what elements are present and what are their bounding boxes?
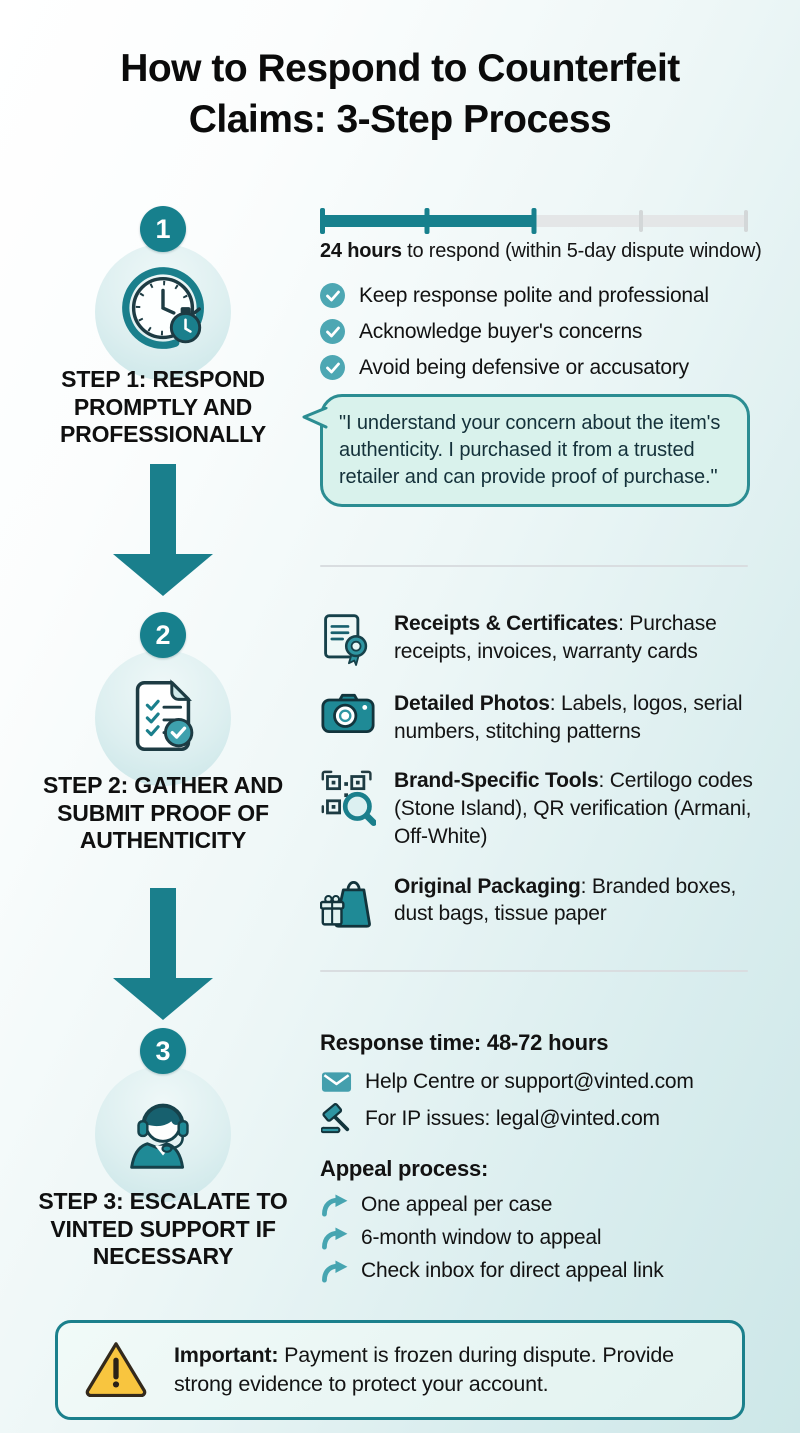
step-3-content: Response time: 48-72 hours Help Centre o… [320, 1030, 756, 1283]
forward-arrow-icon [320, 1259, 348, 1283]
support-agent-icon [116, 1085, 210, 1184]
check-label: Avoid being defensive or accusatory [359, 355, 689, 379]
proof-text: Original Packaging: Branded boxes, dust … [394, 874, 737, 926]
step-2-title: STEP 2: GATHER AND SUBMIT PROOF OF AUTHE… [42, 772, 284, 854]
step-1-column: 1 STEP 1: RESPOND PROMPTL [33, 206, 293, 449]
quote-bubble: "I understand your concern about the ite… [302, 394, 750, 507]
check-circle-icon [320, 283, 345, 308]
proof-text: Receipts & Certificates: Purchase receip… [394, 612, 717, 663]
appeal-text: One appeal per case [361, 1193, 553, 1216]
envelope-icon [320, 1070, 352, 1094]
timeline-tick [424, 208, 430, 234]
contact-text: Help Centre or support@vinted.com [365, 1070, 694, 1093]
appeal-text: 6-month window to appeal [361, 1226, 602, 1249]
step-2-column: 2 STEP 2: GATHER AND SUBMIT PROOF OF AUT… [33, 612, 293, 855]
check-item: Keep response polite and professional [320, 283, 750, 308]
appeal-item: One appeal per case [320, 1193, 756, 1217]
appeal-item: 6-month window to appeal [320, 1226, 756, 1250]
packaging-bag-icon [320, 873, 376, 931]
timeline-tick [320, 208, 325, 234]
warning-triangle-icon [84, 1339, 148, 1402]
timeline-tick [531, 208, 537, 234]
warning-banner: Important: Payment is frozen during disp… [55, 1320, 745, 1420]
appeal-list: One appeal per case 6-month window to ap… [320, 1193, 756, 1283]
timeline-bar [320, 208, 748, 234]
timeline-tick [639, 210, 643, 232]
forward-arrow-icon [320, 1226, 348, 1250]
appeal-item: Check inbox for direct appeal link [320, 1259, 756, 1283]
down-arrow [113, 888, 213, 1020]
proof-item: Detailed Photos: Labels, logos, serial n… [320, 690, 758, 745]
checklist-document-icon [118, 671, 208, 766]
step-1-badge: 1 [140, 206, 186, 252]
receipt-certificate-icon [320, 610, 376, 668]
step-1-checklist: Keep response polite and professional Ac… [320, 283, 750, 380]
proof-item: Original Packaging: Branded boxes, dust … [320, 873, 758, 931]
quote-text: "I understand your concern about the ite… [339, 412, 721, 488]
check-circle-icon [320, 355, 345, 380]
check-circle-icon [320, 319, 345, 344]
appeal-text: Check inbox for direct appeal link [361, 1259, 664, 1282]
check-label: Keep response polite and professional [359, 283, 709, 307]
timeline-caption-rest: to respond (within 5-day dispute window) [401, 240, 762, 262]
step-2-icon-circle [95, 650, 231, 786]
check-label: Acknowledge buyer's concerns [359, 319, 643, 343]
down-arrow [113, 464, 213, 596]
check-item: Avoid being defensive or accusatory [320, 355, 750, 380]
timeline-caption-bold: 24 hours [320, 240, 402, 262]
page-title-text: How to Respond to Counterfeit Claims: 3-… [120, 47, 680, 141]
contact-item: Help Centre or support@vinted.com [320, 1070, 756, 1094]
check-item: Acknowledge buyer's concerns [320, 319, 750, 344]
forward-arrow-icon [320, 1193, 348, 1217]
proof-item: Receipts & Certificates: Purchase receip… [320, 610, 758, 668]
step-2-badge: 2 [140, 612, 186, 658]
step-3-title: STEP 3: ESCALATE TO VINTED SUPPORT IF NE… [38, 1188, 288, 1270]
appeal-heading: Appeal process: [320, 1156, 489, 1181]
timeline-caption: 24 hours to respond (within 5-day disput… [320, 240, 762, 263]
response-time: Response time: 48-72 hours [320, 1030, 609, 1055]
camera-icon [320, 690, 376, 736]
section-divider [320, 565, 748, 567]
contact-item: For IP issues: legal@vinted.com [320, 1103, 756, 1134]
section-divider [320, 970, 748, 972]
contact-list: Help Centre or support@vinted.com For IP… [320, 1070, 756, 1134]
step-3-icon-circle [95, 1066, 231, 1202]
proof-item: Brand-Specific Tools: Certilogo codes (S… [320, 767, 758, 850]
bubble-tail-icon [302, 407, 328, 429]
step-2-content: Receipts & Certificates: Purchase receip… [320, 610, 758, 931]
contact-text: For IP issues: legal@vinted.com [365, 1106, 660, 1130]
proof-text: Detailed Photos: Labels, logos, serial n… [394, 692, 743, 743]
clock-stopwatch-icon [116, 263, 210, 362]
step-1-icon-circle [95, 244, 231, 380]
timeline-tick [744, 210, 748, 232]
step-1-title: STEP 1: RESPOND PROMPTLY AND PROFESSIONA… [60, 366, 266, 448]
step-3-column: 3 STEP 3: ESCALATE TO VINTED SUPPORT IF … [33, 1028, 293, 1271]
warning-text: Important: Payment is frozen during disp… [174, 1343, 674, 1396]
gavel-icon [320, 1103, 352, 1134]
page-title: How to Respond to Counterfeit Claims: 3-… [0, 44, 800, 145]
proof-text: Brand-Specific Tools: Certilogo codes (S… [394, 769, 753, 848]
step-1-content: 24 hours to respond (within 5-day disput… [302, 208, 762, 507]
qr-scan-icon [320, 767, 376, 829]
step-3-badge: 3 [140, 1028, 186, 1074]
